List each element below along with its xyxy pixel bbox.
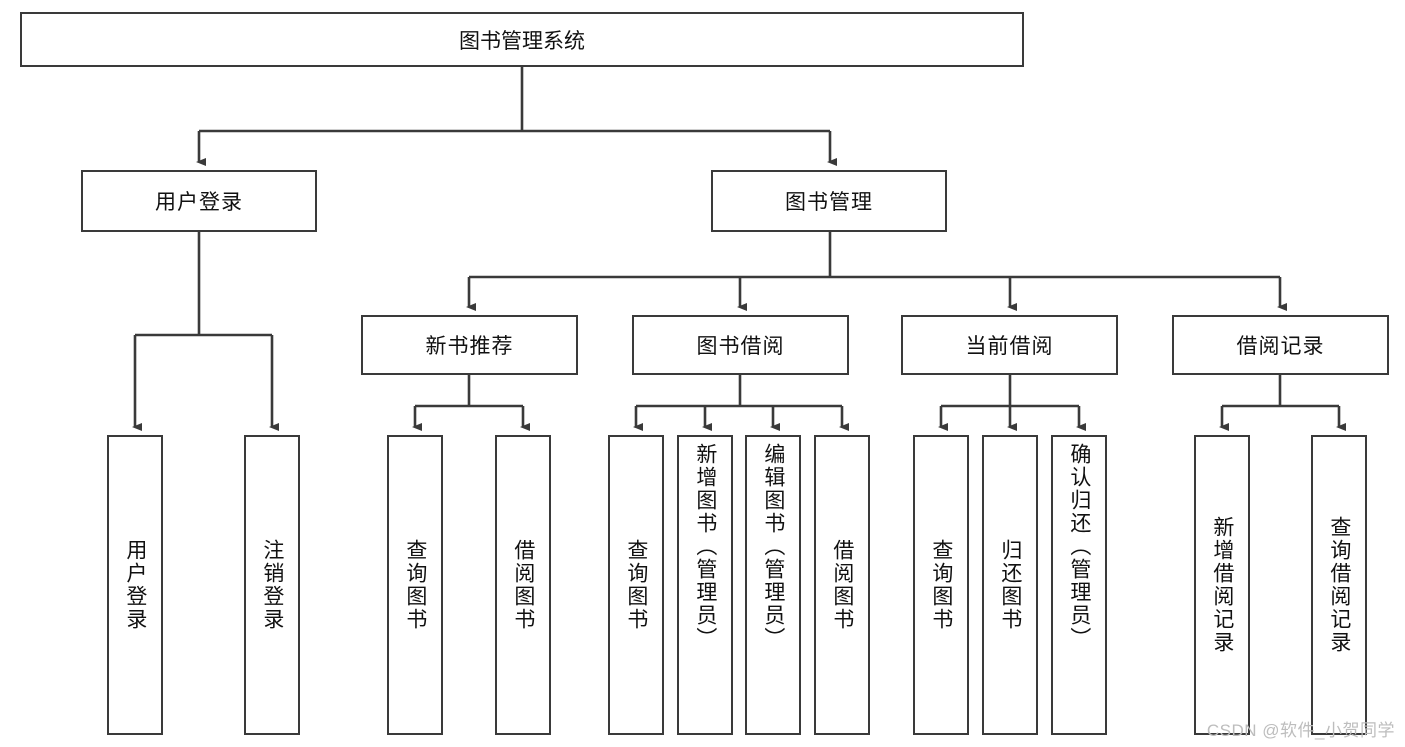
node-book-borrow[interactable]: 图书借阅 bbox=[632, 315, 849, 375]
watermark: CSDN @软件_小贺同学 bbox=[1206, 721, 1395, 740]
leaf-user-login-logout[interactable]: 注销登录 bbox=[244, 435, 300, 735]
node-borrow-records[interactable]: 借阅记录 bbox=[1172, 315, 1389, 375]
leaf-records-add-record[interactable]: 新增借阅记录 bbox=[1194, 435, 1250, 735]
leaf-label: 查询图书 bbox=[403, 539, 427, 631]
leaf-label: 注销登录 bbox=[260, 539, 284, 631]
node-user-login[interactable]: 用户登录 bbox=[81, 170, 317, 232]
leaf-label: 新增图书（管理员） bbox=[693, 443, 717, 650]
node-new-book-recommend-label: 新书推荐 bbox=[425, 335, 514, 358]
node-current-borrow-label: 当前借阅 bbox=[965, 335, 1054, 358]
node-book-management[interactable]: 图书管理 bbox=[711, 170, 947, 232]
leaf-borrow-query-book[interactable]: 查询图书 bbox=[608, 435, 664, 735]
node-borrow-records-label: 借阅记录 bbox=[1236, 335, 1325, 358]
leaf-label: 用户登录 bbox=[123, 539, 147, 631]
node-book-management-label: 图书管理 bbox=[785, 191, 873, 214]
leaf-label: 借阅图书 bbox=[830, 539, 854, 631]
node-book-borrow-label: 图书借阅 bbox=[696, 335, 785, 358]
node-root[interactable]: 图书管理系统 bbox=[20, 12, 1024, 67]
leaf-label: 借阅图书 bbox=[511, 539, 535, 631]
node-root-label: 图书管理系统 bbox=[459, 29, 585, 53]
leaf-borrow-borrow-book[interactable]: 借阅图书 bbox=[814, 435, 870, 735]
leaf-label: 确认归还（管理员） bbox=[1067, 443, 1091, 650]
node-user-login-label: 用户登录 bbox=[155, 191, 243, 214]
leaf-label: 查询借阅记录 bbox=[1327, 516, 1351, 654]
leaf-label: 编辑图书（管理员） bbox=[761, 443, 785, 650]
leaf-user-login-login[interactable]: 用户登录 bbox=[107, 435, 163, 735]
node-current-borrow[interactable]: 当前借阅 bbox=[901, 315, 1118, 375]
leaf-label: 查询图书 bbox=[624, 539, 648, 631]
leaf-records-query-record[interactable]: 查询借阅记录 bbox=[1311, 435, 1367, 735]
leaf-new-book-borrow[interactable]: 借阅图书 bbox=[495, 435, 551, 735]
node-new-book-recommend[interactable]: 新书推荐 bbox=[361, 315, 578, 375]
leaf-new-book-query[interactable]: 查询图书 bbox=[387, 435, 443, 735]
leaf-label: 查询图书 bbox=[929, 539, 953, 631]
leaf-current-confirm-return-admin[interactable]: 确认归还（管理员） bbox=[1051, 435, 1107, 735]
leaf-current-query-book[interactable]: 查询图书 bbox=[913, 435, 969, 735]
leaf-label: 新增借阅记录 bbox=[1210, 516, 1234, 654]
leaf-borrow-add-book-admin[interactable]: 新增图书（管理员） bbox=[677, 435, 733, 735]
leaf-borrow-edit-book-admin[interactable]: 编辑图书（管理员） bbox=[745, 435, 801, 735]
leaf-current-return-book[interactable]: 归还图书 bbox=[982, 435, 1038, 735]
leaf-label: 归还图书 bbox=[998, 539, 1022, 631]
